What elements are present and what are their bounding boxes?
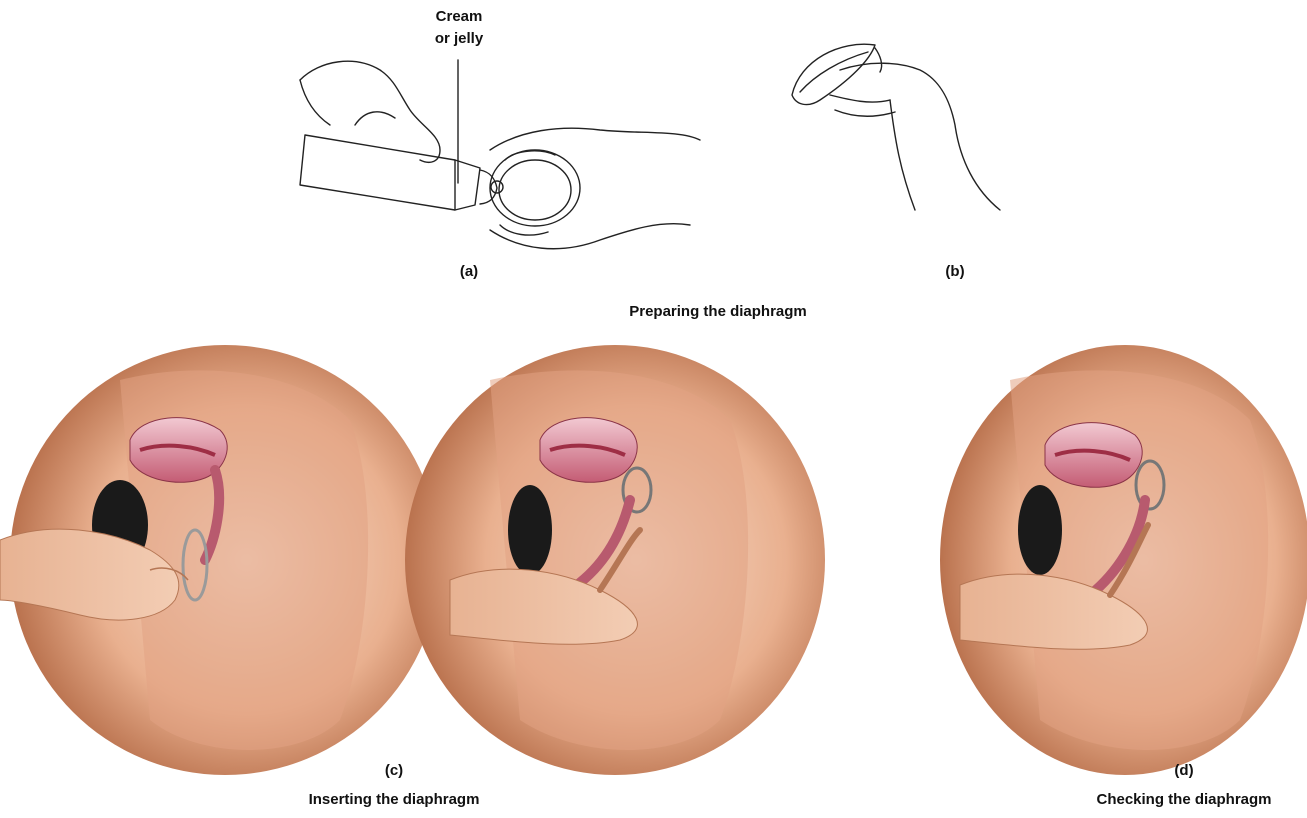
panel-c-label: (c)	[385, 762, 403, 779]
caption-checking: Checking the diaphragm	[1096, 791, 1271, 808]
panel-b-drawing	[792, 44, 1000, 210]
cream-tube	[300, 135, 480, 210]
panel-d-label: (d)	[1174, 762, 1193, 779]
panel-c1-anatomy	[0, 345, 440, 775]
caption-preparing: Preparing the diaphragm	[629, 303, 807, 320]
panel-d-anatomy	[940, 345, 1307, 775]
caption-inserting: Inserting the diaphragm	[309, 791, 480, 808]
hand-right	[490, 128, 700, 150]
hand-upper	[300, 61, 440, 162]
hand-b	[840, 63, 1000, 210]
callout-label-line2: or jelly	[435, 30, 483, 47]
panel-a-drawing	[300, 60, 700, 249]
callout-label-line1: Cream	[436, 8, 483, 25]
pubic-hair	[508, 485, 552, 575]
panel-a-label: (a)	[460, 263, 478, 280]
pubic-hair	[1018, 485, 1062, 575]
panel-b-label: (b)	[945, 263, 964, 280]
panel-c2-anatomy	[405, 345, 825, 775]
